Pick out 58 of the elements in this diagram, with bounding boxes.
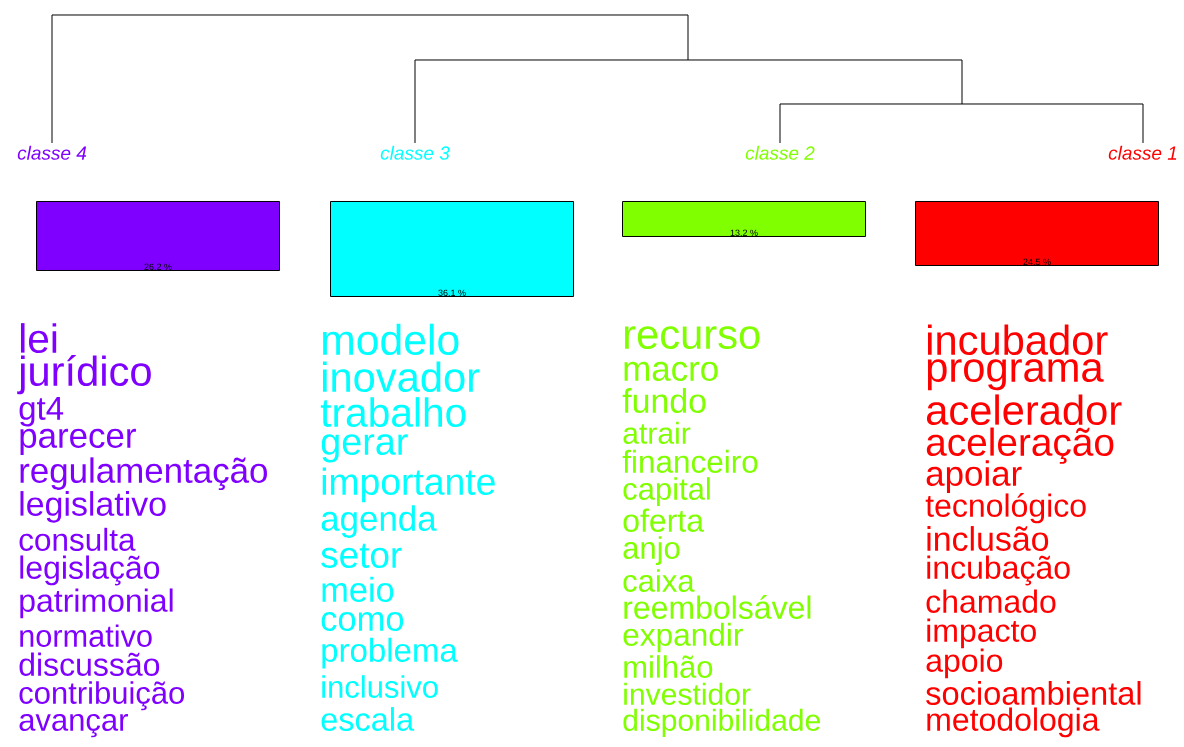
word: apoio xyxy=(926,648,1003,679)
word: contribuição xyxy=(19,681,185,711)
word: investidor xyxy=(624,682,751,705)
word: jurídico xyxy=(17,354,151,395)
word: milhão xyxy=(624,655,713,678)
word: tecnológico xyxy=(925,493,1086,524)
word: avançar xyxy=(19,713,128,738)
word: agenda xyxy=(321,505,437,538)
class-label: classe 4 xyxy=(17,145,87,160)
word: gerar xyxy=(321,434,408,463)
word: caixa xyxy=(623,569,695,592)
word: meio xyxy=(322,576,394,602)
word: gt4 xyxy=(19,396,64,427)
word: chamado xyxy=(926,589,1056,613)
word: problema xyxy=(322,637,458,669)
percentage-bar: 36.1 % xyxy=(330,201,574,297)
word: incubador xyxy=(928,324,1108,356)
word: escala xyxy=(321,707,415,731)
percentage-bar: 26.2 % xyxy=(36,201,280,271)
word: consulta xyxy=(19,527,136,551)
word: atrair xyxy=(623,421,691,444)
word: inclusivo xyxy=(322,675,438,698)
word: normativo xyxy=(20,624,152,647)
word: oferta xyxy=(623,508,705,532)
class-label: classe 1 xyxy=(1108,145,1177,160)
word: expandir xyxy=(623,622,743,653)
word: parecer xyxy=(20,428,136,455)
word: incubação xyxy=(927,555,1070,586)
word: reembolsável xyxy=(624,595,811,619)
word: como xyxy=(321,612,404,631)
word: capital xyxy=(623,477,710,507)
word: disponibilidade xyxy=(623,708,820,737)
word: setor xyxy=(321,543,402,568)
class-label: classe 3 xyxy=(380,145,450,160)
word: discussão xyxy=(19,652,160,676)
word: modelo xyxy=(323,323,459,356)
word: recurso xyxy=(624,326,760,350)
word: anjo xyxy=(623,536,680,566)
word: macro xyxy=(624,361,718,381)
word: legislativo xyxy=(20,491,166,523)
word: importante xyxy=(322,467,495,503)
word: patrimonial xyxy=(20,588,173,619)
word: financeiro xyxy=(622,449,758,473)
word: impacto xyxy=(927,618,1036,649)
percentage-bar: 13.2 % xyxy=(622,201,866,237)
word: regulamentação xyxy=(20,457,267,490)
word: inclusão xyxy=(927,526,1049,551)
class-label: classe 2 xyxy=(745,145,815,160)
percentage-bar: 24.5 % xyxy=(915,201,1159,266)
word: legislação xyxy=(20,555,160,586)
word: acelerador xyxy=(926,394,1122,426)
word: fundo xyxy=(622,388,706,413)
word: programa xyxy=(927,359,1104,391)
word: lei xyxy=(20,323,57,353)
word: socioambiental xyxy=(926,681,1141,705)
word: metodologia xyxy=(927,707,1100,738)
word: trabalho xyxy=(320,397,466,427)
word: inovador xyxy=(323,361,480,393)
